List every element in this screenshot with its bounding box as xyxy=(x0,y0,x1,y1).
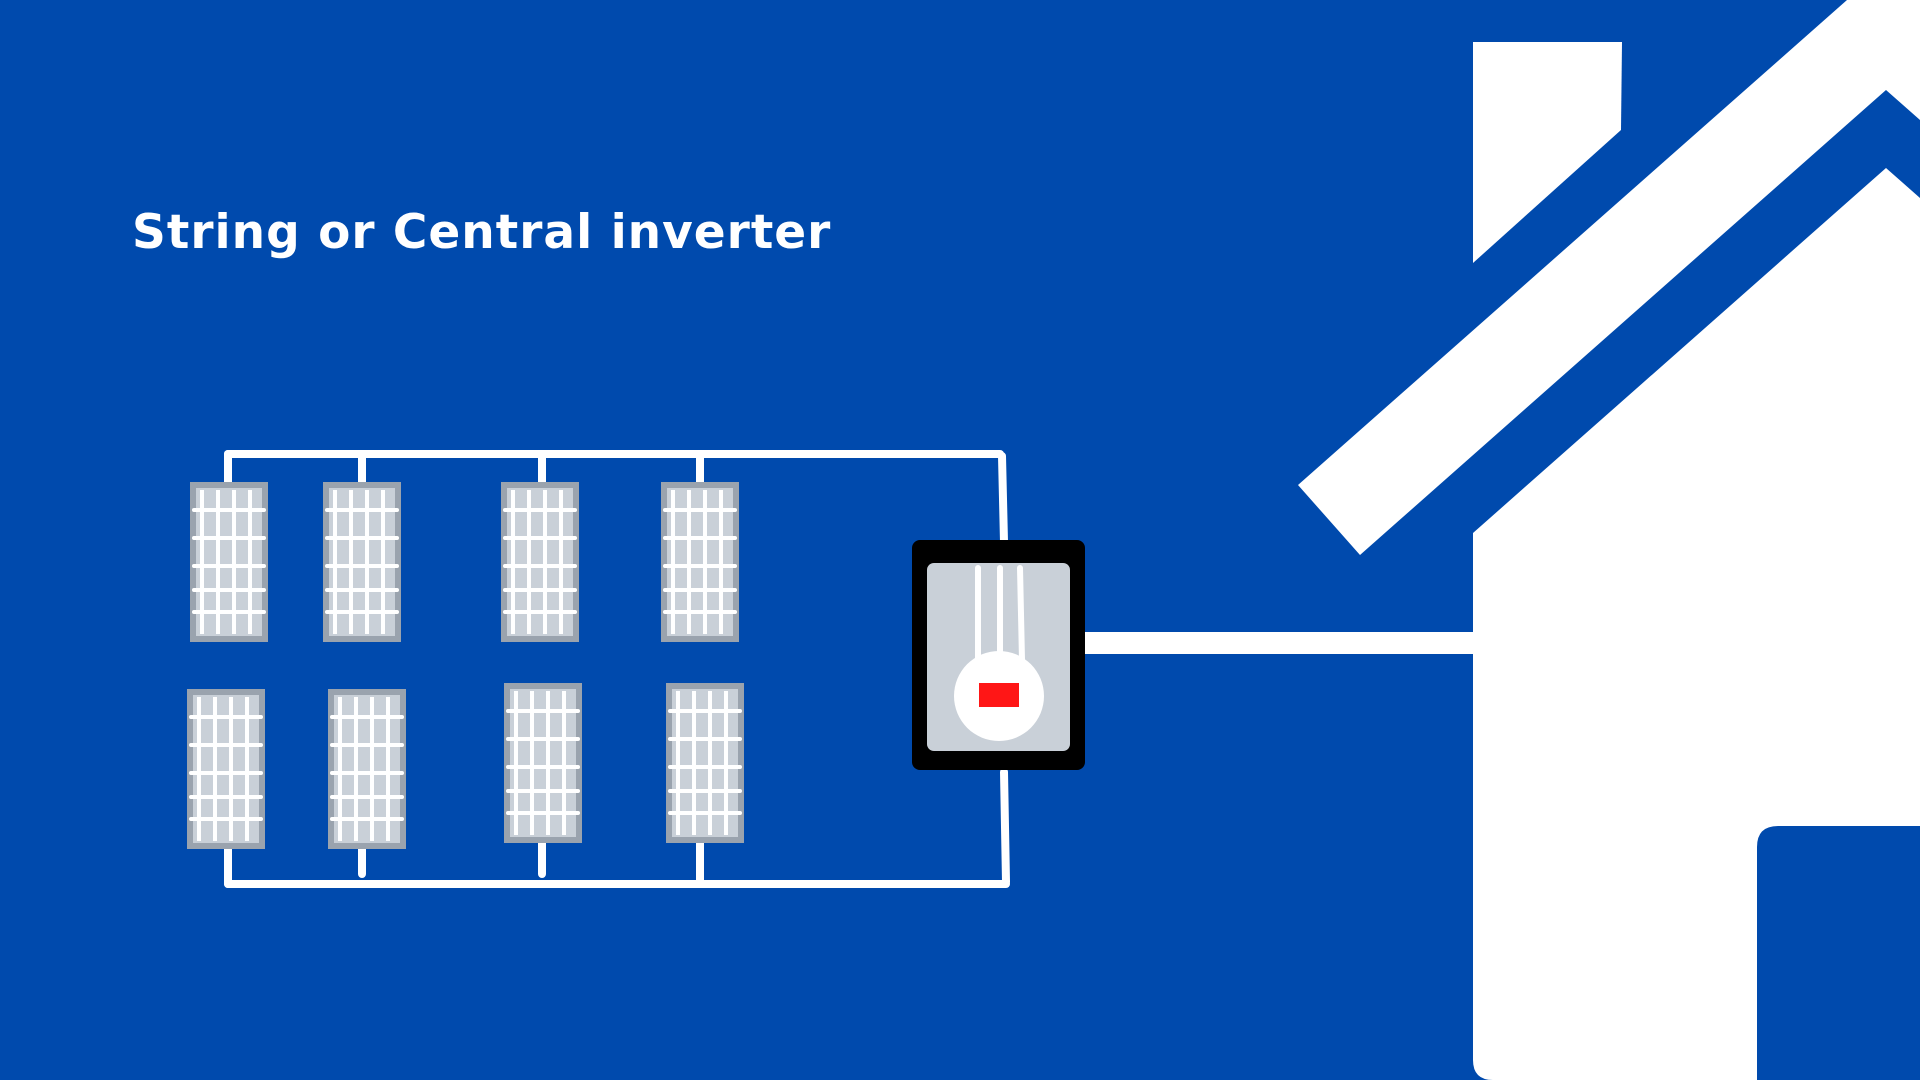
inverter-lead-3 xyxy=(1017,565,1025,663)
solar-panel-icon xyxy=(666,683,744,843)
solar-panel-icon xyxy=(187,689,265,849)
inverter-indicator xyxy=(979,683,1019,707)
wiring xyxy=(224,450,1476,888)
solar-array xyxy=(187,482,744,849)
house-icon xyxy=(1298,0,1920,1080)
solar-panel-icon xyxy=(501,482,579,642)
page-title: String or Central inverter xyxy=(132,205,832,260)
solar-panel-icon xyxy=(504,683,582,843)
bus-to-inverter-top xyxy=(998,452,1008,546)
solar-panel-icon xyxy=(328,689,406,849)
solar-panel-icon xyxy=(323,482,401,642)
house-roof xyxy=(1298,0,1920,555)
bus-to-inverter-bottom xyxy=(1000,768,1010,886)
solar-panel-icon xyxy=(190,482,268,642)
inverter-icon xyxy=(912,540,1085,770)
house-wall xyxy=(1473,168,1920,1080)
solar-panel-icon xyxy=(661,482,739,642)
house-chimney xyxy=(1473,42,1622,263)
